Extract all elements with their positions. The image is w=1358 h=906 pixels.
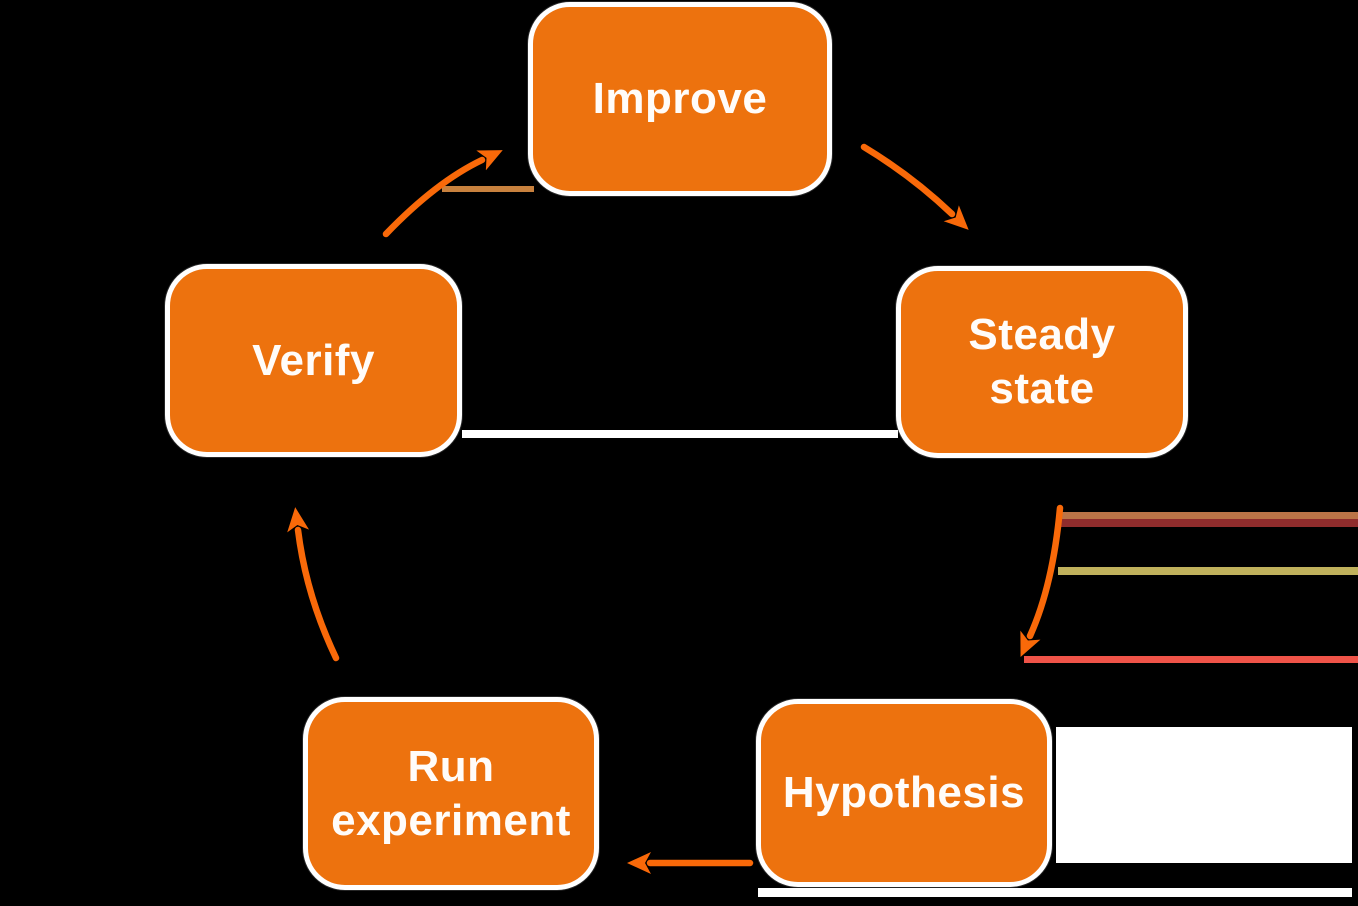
node-run-experiment: Run experiment bbox=[303, 697, 599, 890]
salmon-stripe bbox=[1024, 656, 1358, 663]
dark-red-stripe bbox=[1060, 519, 1358, 527]
node-steady-state: Steady state bbox=[896, 266, 1188, 458]
arrow-verify-to-improve bbox=[382, 150, 503, 238]
node-verify-label: Verify bbox=[252, 335, 375, 385]
white-patch-bottom-right bbox=[1056, 727, 1352, 863]
node-hypothesis-label: Hypothesis bbox=[782, 768, 1026, 818]
tan-stripe bbox=[1060, 512, 1358, 519]
node-hypothesis: Hypothesis bbox=[756, 699, 1052, 887]
arrow-run-experiment-to-verify bbox=[287, 507, 340, 662]
white-band-bottom bbox=[758, 888, 1352, 897]
node-run-experiment-label: Run experiment bbox=[331, 741, 571, 845]
khaki-stripe bbox=[1058, 567, 1358, 575]
node-steady-state-label: Steady state bbox=[968, 310, 1116, 413]
node-improve-label: Improve bbox=[592, 74, 768, 124]
arrow-improve-to-steady-state bbox=[860, 143, 969, 230]
arrow-steady-state-to-hypothesis bbox=[1020, 504, 1064, 657]
node-verify: Verify bbox=[165, 264, 462, 457]
white-line-middle bbox=[462, 430, 898, 438]
orange-streak bbox=[442, 186, 534, 192]
node-improve: Improve bbox=[528, 2, 832, 196]
